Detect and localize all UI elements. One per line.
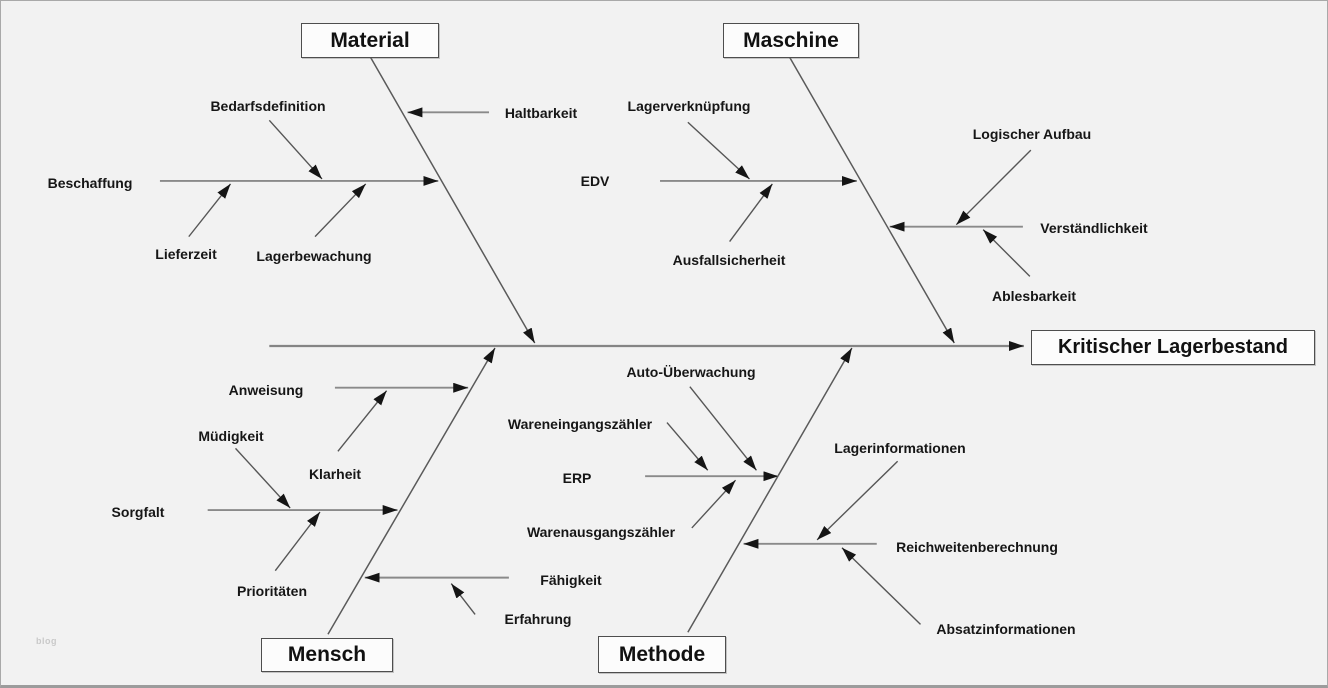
cause-label-faehigkeit: Fähigkeit — [540, 572, 602, 588]
connector-lagerverknuepfung — [687, 121, 750, 180]
category-box-mensch: Mensch — [261, 638, 393, 672]
cause-label-bedarfsdefinition: Bedarfsdefinition — [210, 98, 326, 114]
cause-label-erp: ERP — [562, 470, 592, 486]
category-box-label: Material — [330, 28, 410, 52]
cause-label-logischer-aufbau: Logischer Aufbau — [972, 126, 1092, 142]
cause-label-ablesbarkeit: Ablesbarkeit — [991, 288, 1077, 304]
connector-ausfallsicherheit — [729, 183, 773, 243]
cause-label-sorgfalt: Sorgfalt — [111, 504, 165, 520]
bone-methode — [687, 347, 853, 633]
category-box-label: Maschine — [743, 28, 839, 52]
connector-wareneingangszaehler — [666, 422, 709, 471]
effect-label: Kritischer Lagerbestand — [1057, 336, 1289, 358]
cause-label-ausfallsicherheit: Ausfallsicherheit — [672, 252, 786, 268]
cause-label-lieferzeit: Lieferzeit — [155, 246, 217, 262]
cause-label-prioritaeten: Prioritäten — [236, 583, 308, 599]
cause-label-beschaffung: Beschaffung — [47, 175, 133, 191]
cause-label-lagerbewachung: Lagerbewachung — [256, 248, 372, 264]
cause-label-klarheit: Klarheit — [308, 466, 362, 482]
connector-logischer-aufbau — [955, 149, 1032, 226]
connector-bedarfsdefinition — [268, 119, 323, 180]
connector-ablesbarkeit — [982, 229, 1031, 277]
cause-label-reichweitenberechnung: Reichweitenberechnung — [896, 539, 1058, 555]
cause-label-anweisung: Anweisung — [228, 382, 304, 398]
cause-label-edv: EDV — [580, 173, 610, 189]
category-box-material: Material — [301, 23, 439, 58]
connector-lieferzeit — [188, 183, 232, 238]
category-box-label: Mensch — [287, 643, 367, 666]
connector-lagerbewachung — [314, 183, 367, 238]
cause-label-warenausgangszaehler: Warenausgangszähler — [526, 524, 676, 540]
category-box-label: Methode — [618, 642, 706, 666]
effect-box: Kritischer Lagerbestand — [1031, 330, 1315, 365]
connector-lagerinformationen — [816, 460, 899, 541]
connector-auto-ueberwachung — [689, 386, 758, 471]
connector-absatzinformationen — [841, 547, 921, 625]
connector-muedigkeit — [234, 447, 291, 509]
connector-warenausgangszaehler — [691, 479, 737, 529]
bone-material — [370, 57, 536, 344]
bone-maschine — [788, 56, 955, 344]
connector-klarheit — [337, 390, 388, 452]
cause-label-erfahrung: Erfahrung — [504, 611, 572, 627]
bone-mensch — [327, 347, 496, 635]
watermark: blog — [36, 636, 57, 646]
cause-label-muedigkeit: Müdigkeit — [198, 428, 264, 444]
cause-label-haltbarkeit: Haltbarkeit — [504, 105, 578, 121]
cause-label-lagerinformationen: Lagerinformationen — [834, 440, 966, 456]
connector-erfahrung — [450, 583, 476, 615]
category-box-maschine: Maschine — [723, 23, 859, 58]
cause-label-absatzinformationen: Absatzinformationen — [936, 621, 1076, 637]
category-box-methode: Methode — [598, 636, 726, 673]
cause-label-auto-ueberwachung: Auto-Überwachung — [626, 364, 756, 380]
cause-label-verstaendlichkeit: Verständlichkeit — [1040, 220, 1148, 236]
cause-label-wareneingangszaehler: Wareneingangszähler — [507, 416, 653, 432]
cause-label-lagerverknuepfung: Lagerverknüpfung — [627, 98, 751, 114]
connector-prioritaeten — [274, 511, 321, 572]
